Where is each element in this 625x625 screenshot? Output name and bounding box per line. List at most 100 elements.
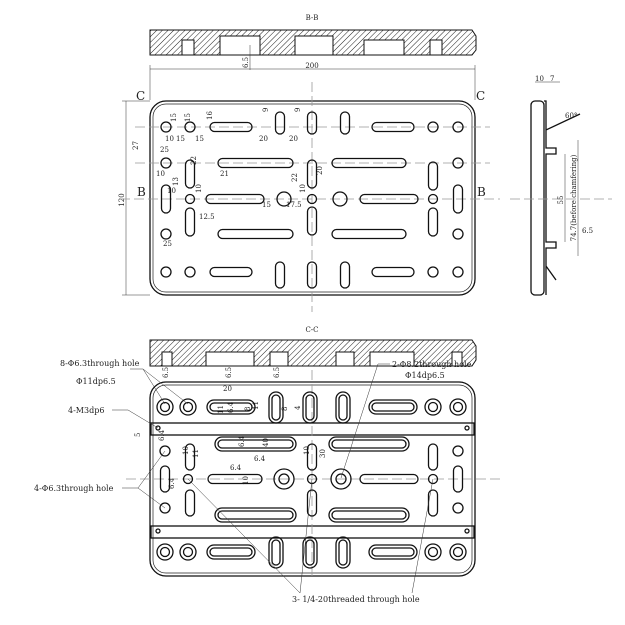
depth-dim: 6.5 [242, 57, 250, 68]
side-dim-6-5: 6.5 [582, 227, 593, 235]
vertical-slot [306, 261, 318, 289]
through-hole-counterbore [424, 543, 442, 561]
through-hole [452, 228, 464, 240]
threaded-hole [427, 193, 439, 205]
through-hole [427, 401, 439, 413]
through-hole-counterbore [156, 543, 174, 561]
counterbored-hole [335, 473, 347, 485]
bottom-view-dim: 11 [217, 405, 225, 414]
threaded-hole [306, 473, 318, 485]
section-c-c-label: C-C [305, 326, 318, 334]
vertical-slot-counterbore [268, 391, 284, 424]
vertical-slot [306, 489, 318, 517]
callout-threaded: 3- 1/4-20threaded through hole [292, 595, 420, 604]
horizontal-slot [359, 193, 419, 205]
threaded-hole [184, 193, 196, 205]
counterbored-hole [278, 473, 290, 485]
bottom-view-dim: 6.4 [254, 455, 266, 463]
callout-8-holes-counterbore: Φ11dp6.5 [76, 377, 116, 386]
horizontal-slot-counterbore [328, 507, 410, 523]
top-view-dim: 25 [163, 240, 172, 248]
through-hole [452, 445, 464, 457]
section-c-mark-left: C [136, 89, 145, 103]
through-hole [159, 502, 171, 514]
horizontal-slot-counterbore [328, 436, 410, 452]
vertical-slot [339, 261, 351, 289]
counterbored-hole-counterbore [330, 468, 352, 490]
top-view-dim: 9 [262, 108, 270, 112]
bottom-view-dim: 4 [294, 405, 302, 410]
bottom-view-dim: 6.4 [238, 435, 246, 447]
vertical-slot [159, 465, 171, 493]
top-view-dim: 15 [195, 135, 204, 143]
vertical-slot [338, 539, 348, 566]
horizontal-slot [209, 121, 253, 133]
vertical-slot-counterbore [268, 536, 284, 569]
horizontal-slot [359, 473, 419, 485]
vertical-slot [184, 489, 196, 517]
vertical-slot [184, 207, 196, 237]
vertical-slot [184, 443, 196, 471]
top-view-dim: 9 [294, 108, 302, 112]
top-view-dim: 10 [156, 170, 165, 178]
vertical-slot [452, 465, 464, 493]
section-b-b: B-B 6.5 [149, 14, 477, 70]
through-hole [184, 121, 196, 133]
through-hole [427, 546, 439, 558]
bottom-view-dim: 11 [252, 401, 260, 410]
width-dim: 200 [305, 62, 318, 70]
top-view-dim: 13 [172, 177, 180, 186]
through-hole [452, 546, 464, 558]
callout-4-holes: 4-Φ6.3through hole [34, 484, 114, 493]
m3-hole [155, 425, 161, 431]
callout-2-holes: 2-Φ8.2through hole [392, 360, 472, 369]
horizontal-slot [209, 402, 253, 412]
horizontal-slot [331, 228, 407, 240]
vertical-slot [305, 539, 315, 566]
bottom-view-plate [126, 370, 500, 580]
through-hole [160, 157, 172, 169]
section-c-c: C-C 6.5 6.5 6.5 [149, 326, 477, 378]
vertical-slot [338, 394, 348, 421]
vertical-slot [160, 184, 172, 214]
top-view-dim: 10 [195, 184, 203, 193]
vertical-slot [427, 443, 439, 471]
horizontal-slot-counterbore [206, 544, 256, 560]
callouts: 8-Φ6.3through hole Φ11dp6.5 4-M3dp6 4-Φ6… [34, 359, 472, 604]
through-hole-counterbore [156, 398, 174, 416]
through-hole [452, 121, 464, 133]
m3-hole [464, 528, 470, 534]
through-hole [160, 121, 172, 133]
through-hole [427, 266, 439, 278]
horizontal-slot-counterbore [368, 399, 418, 415]
side-view: 10 7 60° 55 74.7(before chamfering) 6.5 [510, 75, 612, 296]
callout-2-holes-counterbore: Φ14dp6.5 [405, 371, 445, 380]
section-b-mark-right: B [477, 185, 486, 199]
vertical-slot [306, 159, 318, 189]
side-dim-74-7: 74.7(before chamfering) [570, 154, 578, 241]
top-view-dim: 22 [190, 156, 198, 165]
vertical-slot [271, 394, 281, 421]
counterbored-hole-counterbore [273, 468, 295, 490]
through-hole [427, 121, 439, 133]
vertical-slot [427, 161, 439, 191]
through-hole [182, 401, 194, 413]
m3-hole [464, 425, 470, 431]
top-view-dim: 15 [170, 113, 178, 122]
m3-hole [155, 528, 161, 534]
horizontal-slot [371, 402, 415, 412]
vertical-slot [452, 184, 464, 214]
section-c-mark-right: C [476, 89, 485, 103]
vertical-slot-counterbore [302, 391, 318, 424]
through-hole [452, 266, 464, 278]
cc-dim-3: 6.5 [273, 367, 281, 378]
vertical-slot [271, 539, 281, 566]
through-hole-counterbore [449, 398, 467, 416]
top-view-dim: 25 [160, 146, 169, 154]
side-dim-7: 7 [550, 75, 554, 83]
bottom-view-dim: 5 [134, 433, 142, 437]
side-dim-angle: 60° [565, 112, 577, 120]
vertical-slot [427, 207, 439, 237]
through-hole [159, 401, 171, 413]
